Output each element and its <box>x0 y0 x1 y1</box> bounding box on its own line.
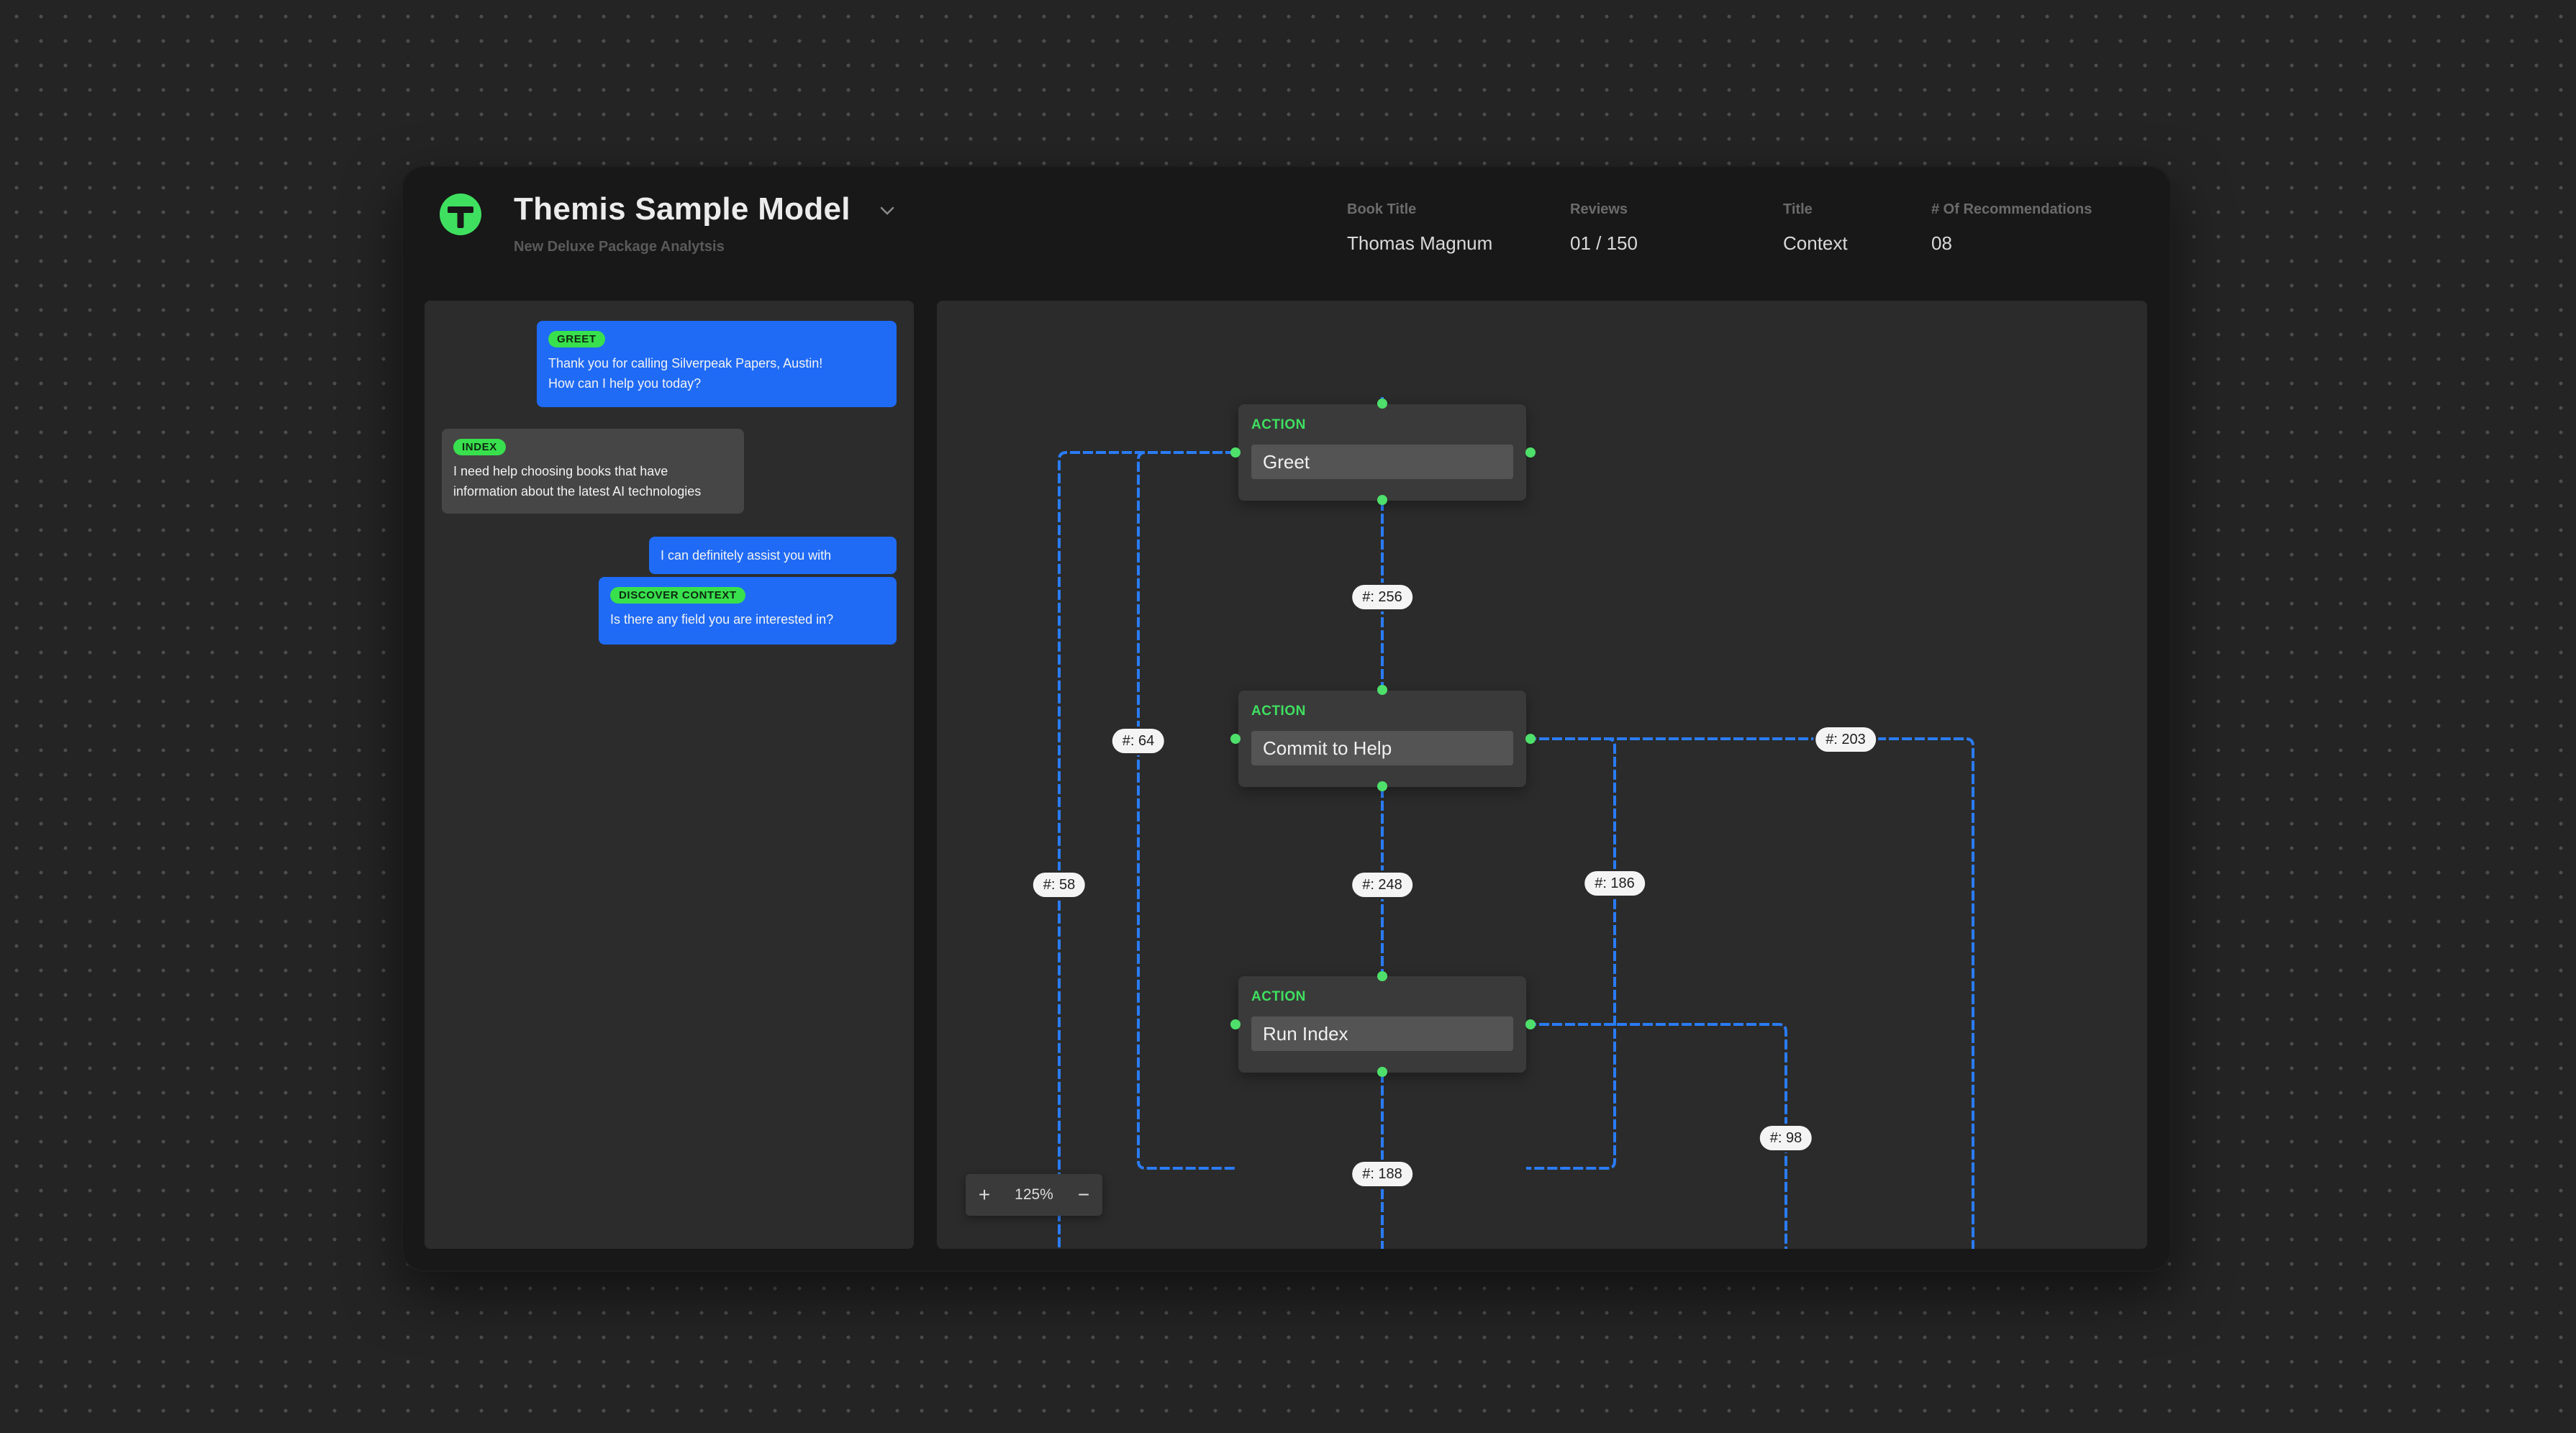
meta-title: Title Context <box>1783 201 1848 255</box>
flow-node-run-index[interactable]: ACTION Run Index <box>1238 976 1526 1073</box>
node-port-right[interactable] <box>1525 447 1536 458</box>
flow-node-greet[interactable]: ACTION Greet <box>1238 404 1526 501</box>
flow-edges <box>1058 397 1974 1249</box>
edge-label[interactable]: #: 203 <box>1815 727 1876 752</box>
node-kind: ACTION <box>1251 989 1306 1004</box>
edge-label[interactable]: #: 188 <box>1352 1162 1412 1186</box>
meta-value: 01 / 150 <box>1570 232 1638 254</box>
chevron-down-icon[interactable] <box>876 200 898 222</box>
edge-label[interactable]: #: 186 <box>1584 871 1645 896</box>
edge-branch-98 <box>1526 1023 1787 1249</box>
edge-branch-203 <box>1526 737 1974 1249</box>
zoom-out-button[interactable]: − <box>1077 1183 1090 1206</box>
edge-loop-64 <box>1137 451 1235 1170</box>
meta-value: 08 <box>1931 232 1952 254</box>
zoom-in-button[interactable]: + <box>978 1183 991 1206</box>
message-text: Is there any field you are interested in… <box>610 612 834 627</box>
node-port-right[interactable] <box>1525 734 1536 744</box>
node-port-bottom[interactable] <box>1377 495 1387 505</box>
node-port-top[interactable] <box>1377 399 1387 409</box>
node-port-left[interactable] <box>1230 734 1241 744</box>
edge-label[interactable]: #: 58 <box>1033 873 1086 897</box>
meta-value: Context <box>1783 232 1848 254</box>
model-subtitle: New Deluxe Package Analytsis <box>514 239 725 255</box>
node-port-left[interactable] <box>1230 447 1241 458</box>
meta-value: Thomas Magnum <box>1347 232 1493 254</box>
message-line: I need help choosing books that have <box>453 464 668 478</box>
flow-canvas[interactable]: ACTION Greet ACTION Commit to Help ACTIO… <box>937 301 2147 1249</box>
message-tag: GREET <box>548 331 605 347</box>
node-kind: ACTION <box>1251 417 1306 432</box>
node-label-field[interactable]: Greet <box>1251 445 1513 479</box>
edge-label[interactable]: #: 98 <box>1759 1126 1813 1150</box>
model-title: Themis Sample Model <box>514 191 851 227</box>
chat-message-agent[interactable]: DISCOVER CONTEXT Is there any field you … <box>599 577 897 645</box>
chat-transcript-panel[interactable]: GREET Thank you for calling Silverpeak P… <box>425 301 914 1249</box>
edge-label[interactable]: #: 256 <box>1352 585 1412 609</box>
chat-message-user[interactable]: INDEX I need help choosing books that ha… <box>442 429 744 514</box>
meta-recommendations: # Of Recommendations 08 <box>1931 201 2092 255</box>
node-label-field[interactable]: Commit to Help <box>1251 731 1513 765</box>
message-tag: INDEX <box>453 439 506 455</box>
node-port-top[interactable] <box>1377 971 1387 981</box>
message-text: Thank you for calling Silverpeak Papers,… <box>548 353 885 393</box>
meta-label: Reviews <box>1570 201 1628 217</box>
meta-book-title: Book Title Thomas Magnum <box>1347 201 1492 255</box>
edge-loop-58 <box>1058 451 1235 1249</box>
zoom-control: + 125% − <box>966 1174 1102 1216</box>
node-port-right[interactable] <box>1525 1019 1536 1029</box>
chat-message-agent[interactable]: I can definitely assist you with <box>649 537 897 574</box>
message-line: Thank you for calling Silverpeak Papers,… <box>548 356 823 370</box>
node-port-left[interactable] <box>1230 1019 1241 1029</box>
message-tag: DISCOVER CONTEXT <box>610 587 745 604</box>
node-kind: ACTION <box>1251 704 1306 719</box>
meta-reviews: Reviews 01 / 150 <box>1570 201 1638 255</box>
chat-message-agent[interactable]: GREET Thank you for calling Silverpeak P… <box>537 321 897 407</box>
node-label-field[interactable]: Run Index <box>1251 1016 1513 1051</box>
flow-node-commit-to-help[interactable]: ACTION Commit to Help <box>1238 691 1526 787</box>
meta-label: Book Title <box>1347 201 1417 217</box>
message-line: information about the latest AI technolo… <box>453 484 702 499</box>
edge-label[interactable]: #: 64 <box>1112 729 1165 753</box>
meta-label: # Of Recommendations <box>1931 201 2092 217</box>
node-port-bottom[interactable] <box>1377 781 1387 791</box>
themis-logo-icon <box>440 194 481 235</box>
edge-branch-186 <box>1526 737 1616 1170</box>
edge-label[interactable]: #: 248 <box>1352 873 1412 897</box>
node-port-bottom[interactable] <box>1377 1067 1387 1077</box>
message-text: I can definitely assist you with <box>661 548 832 563</box>
meta-label: Title <box>1783 201 1813 217</box>
message-text: I need help choosing books that have inf… <box>453 461 733 501</box>
message-line: How can I help you today? <box>548 376 702 391</box>
app-window: Themis Sample Model New Deluxe Package A… <box>403 167 2170 1270</box>
zoom-level: 125% <box>1015 1186 1053 1203</box>
node-port-top[interactable] <box>1377 685 1387 695</box>
